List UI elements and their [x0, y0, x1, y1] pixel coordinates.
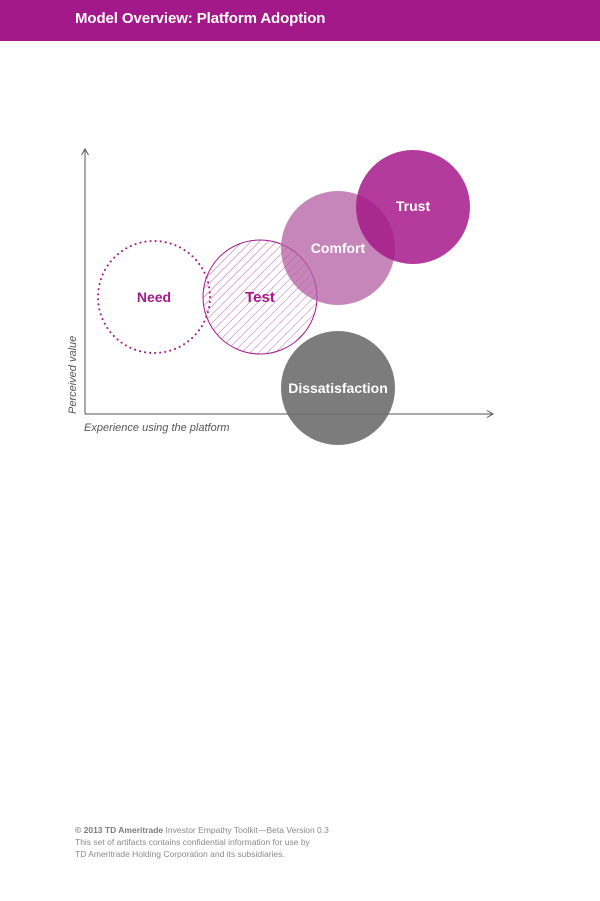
dissatisfaction-label: Dissatisfaction: [288, 380, 388, 396]
toolkit-version-text: Investor Empathy Toolkit—Beta Version 0.…: [165, 825, 329, 835]
footer-line-1: © 2013 TD Ameritrade Investor Empathy To…: [75, 824, 329, 836]
comfort-label: Comfort: [311, 240, 366, 256]
x-axis-arrow-icon: [486, 410, 494, 418]
y-axis-arrow-icon: [81, 148, 89, 156]
copyright-text: © 2013 TD Ameritrade: [75, 825, 164, 835]
trust-label: Trust: [396, 198, 431, 214]
footer-line-2: This set of artifacts contains confident…: [75, 837, 310, 847]
x-axis-label: Experience using the platform: [84, 422, 230, 434]
header-bar: Model Overview: Platform Adoption: [0, 0, 600, 41]
trust-circle: [356, 150, 470, 264]
dissatisfaction-circle: [281, 331, 395, 445]
page-title: Model Overview: Platform Adoption: [75, 10, 326, 27]
y-axis-label: Perceived value: [67, 336, 79, 414]
footer-line-3: TD Ameritrade Holding Corporation and it…: [75, 849, 285, 859]
footer: © 2013 TD Ameritrade Investor Empathy To…: [75, 824, 329, 860]
need-label: Need: [137, 289, 171, 305]
test-label: Test: [245, 289, 275, 306]
